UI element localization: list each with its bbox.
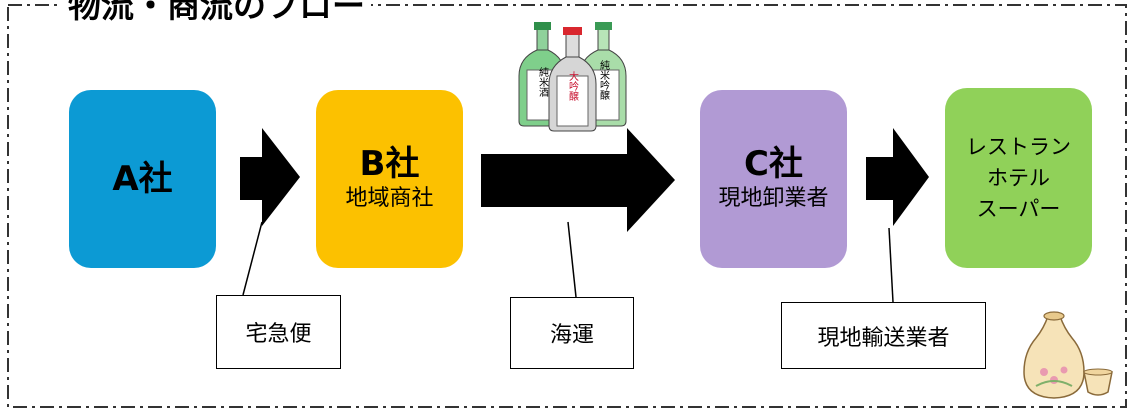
node-c-name: C社 <box>744 144 803 184</box>
arrow-a-to-b <box>240 128 300 226</box>
arrow-c-to-d <box>866 128 929 226</box>
label-a-to-b-courier: 宅急便 <box>216 295 341 369</box>
arrow-b-to-c <box>481 128 675 232</box>
node-d-line-3: スーパー <box>976 196 1061 221</box>
node-d-customers: レストラン ホテル スーパー <box>945 88 1092 268</box>
connector-c-to-d <box>888 227 894 303</box>
connector-b-to-c <box>567 221 577 298</box>
sake-bottles-illustration: 純米酒 純米吟醸 大吟醸 <box>518 22 627 132</box>
node-c-company: C社 現地卸業者 <box>700 90 847 268</box>
node-a-name: A社 <box>112 159 173 199</box>
label-c-to-d-local-transport: 現地輸送業者 <box>781 302 986 369</box>
node-c-sub: 現地卸業者 <box>718 186 829 211</box>
bottle-label-1: 純米酒 <box>537 66 549 98</box>
node-a-company: A社 <box>69 90 216 268</box>
connector-a-to-b <box>242 221 263 296</box>
node-d-line-2: ホテル <box>987 165 1050 190</box>
bottle-label-2: 大吟醸 <box>567 70 579 102</box>
node-b-company: B社 地域商社 <box>316 90 463 268</box>
bottle-label-3: 純米吟醸 <box>598 59 610 101</box>
label-b-to-c-shipping: 海運 <box>510 297 634 369</box>
page-title: 物流・商流のフロー <box>62 0 371 28</box>
node-b-name: B社 <box>359 144 420 184</box>
node-d-line-1: レストラン <box>966 134 1071 159</box>
tokkuri-illustration <box>1023 311 1113 399</box>
node-b-sub: 地域商社 <box>345 186 434 211</box>
